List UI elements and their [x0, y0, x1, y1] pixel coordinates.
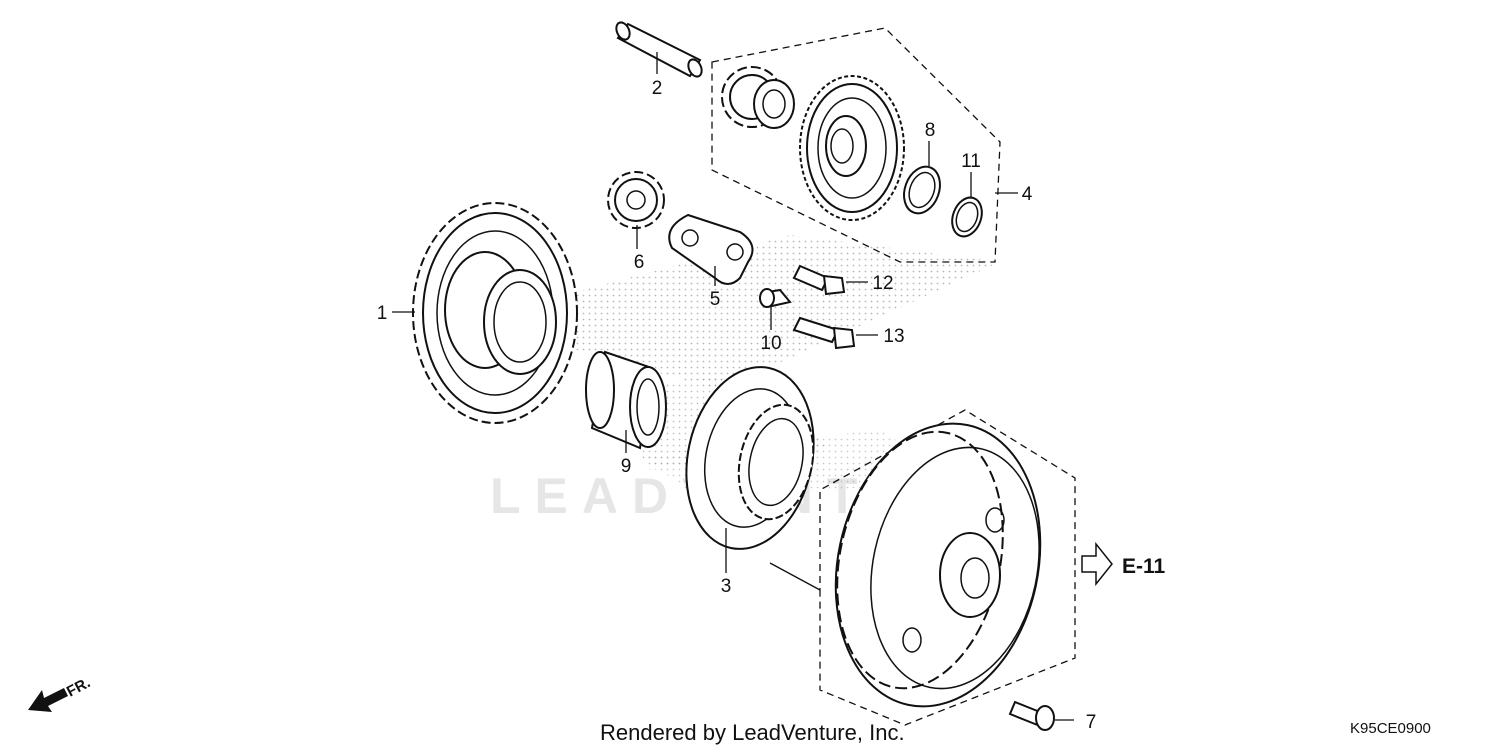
- callout-13: 13: [883, 326, 904, 347]
- reference-arrow-icon: [1081, 541, 1113, 587]
- group-box-housing: [819, 409, 1076, 726]
- washer-part-8: [903, 165, 941, 215]
- callout-4: 4: [1022, 184, 1033, 205]
- bolt-part-13: [792, 316, 856, 350]
- callout-1: 1: [377, 303, 388, 324]
- callout-11: 11: [961, 151, 981, 172]
- callout-9: 9: [621, 456, 632, 477]
- diagram-code: K95CE0900: [1350, 720, 1431, 737]
- callout-5: 5: [710, 289, 721, 310]
- front-direction-indicator: FR.: [28, 674, 93, 712]
- dowel-part-10: [759, 288, 792, 308]
- reference-link-e11[interactable]: E-11: [1081, 541, 1166, 587]
- bolt-part-12: [792, 264, 846, 296]
- pin-part-2: [615, 21, 703, 78]
- callout-12: 12: [872, 273, 893, 294]
- reference-label: E-11: [1122, 555, 1166, 578]
- callout-10: 10: [760, 333, 781, 354]
- front-label: FR.: [64, 674, 93, 700]
- clutch-outer-housing: [834, 422, 1042, 708]
- callout-3: 3: [721, 576, 732, 597]
- large-gear-in-group-4: [799, 75, 905, 221]
- front-arrow-icon: [28, 688, 68, 712]
- bolt-part-7: [1008, 700, 1055, 731]
- driven-gear-part-1: [412, 202, 578, 424]
- callout-8: 8: [925, 120, 936, 141]
- small-gear-in-group-4: [721, 66, 795, 129]
- callout-labels: 1 2 3 4 5 6 7 8 9 10 11 12 13: [377, 78, 1097, 733]
- callout-7: 7: [1086, 712, 1097, 733]
- callout-2: 2: [652, 78, 663, 99]
- needle-bearing-part-9: [585, 350, 667, 450]
- leader-lines: [392, 52, 1074, 721]
- idle-gear-part-6: [607, 171, 665, 229]
- callout-6: 6: [634, 252, 645, 273]
- one-way-clutch-part-3: [685, 366, 815, 550]
- group-box-4: [711, 27, 1001, 263]
- footer-credit: Rendered by LeadVenture, Inc.: [600, 720, 905, 745]
- circlip-part-11: [951, 196, 983, 238]
- plate-part-5: [668, 213, 754, 285]
